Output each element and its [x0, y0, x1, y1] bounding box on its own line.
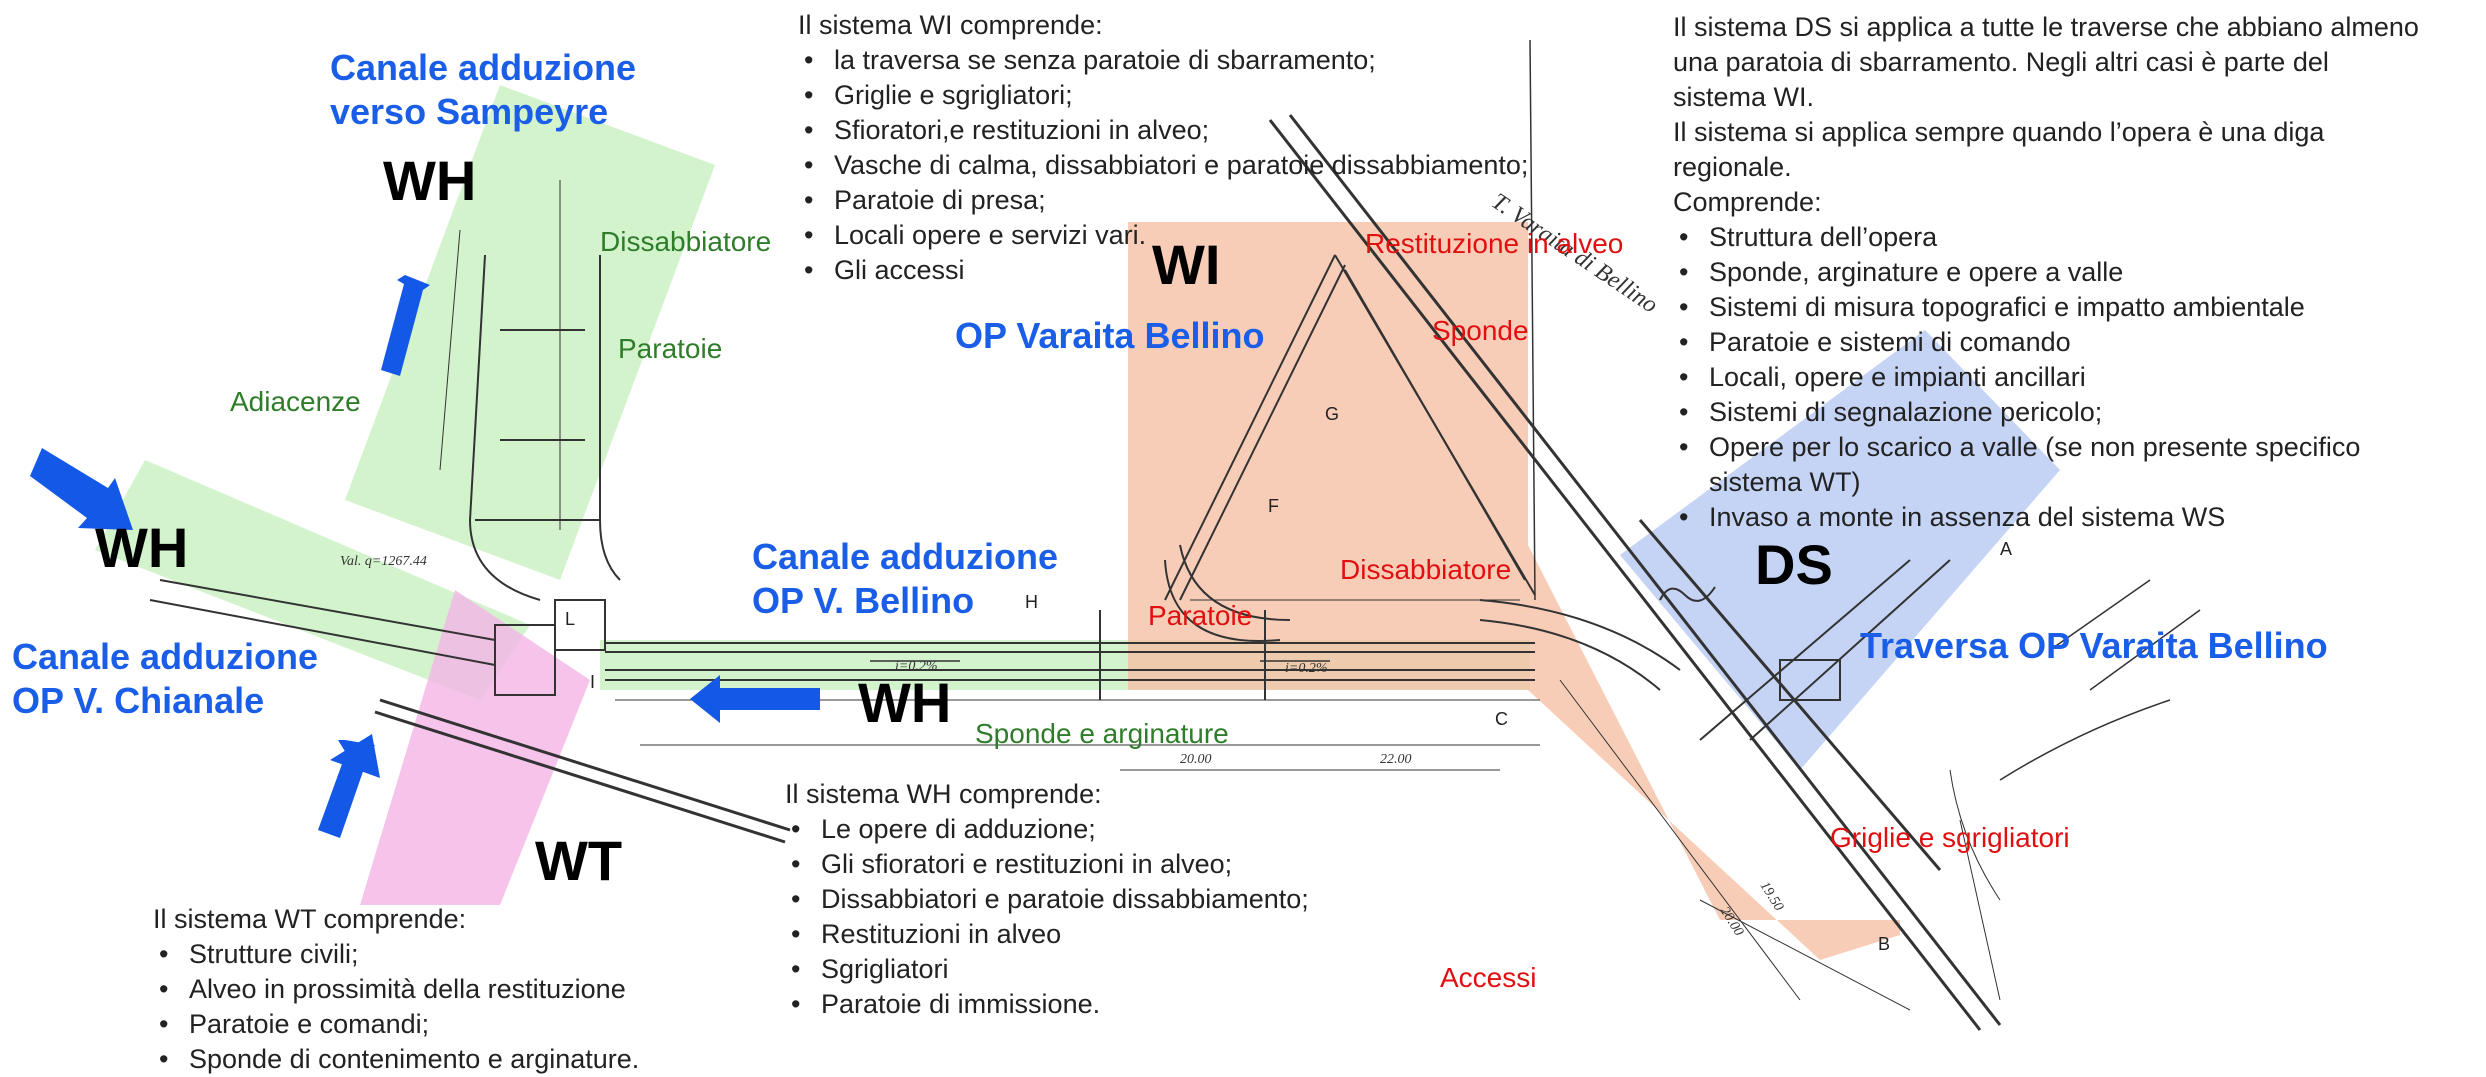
red-griglie-label: Griglie e sgrigliatori	[1830, 822, 2070, 853]
list-item: Sponde di contenimento e arginature.	[153, 1042, 639, 1077]
ds-intro-line: Il sistema DS si applica a tutte le trav…	[1673, 12, 2419, 42]
wh-description-title: Il sistema WH comprende:	[785, 779, 1102, 809]
list-item: Invaso a monte in assenza del sistema WS	[1673, 500, 2419, 535]
wt-description-list: Strutture civili; Alveo in prossimità de…	[153, 937, 639, 1077]
list-item: Opere per lo scarico a valle (se non pre…	[1673, 430, 2419, 500]
list-item: Struttura dell’opera	[1673, 220, 2419, 255]
list-item: Dissabbiatori e paratoie dissabbiamento;	[785, 882, 1309, 917]
section-marker-b: B	[1878, 934, 1890, 954]
wt-zone	[360, 590, 590, 905]
arrow-left-bellino	[720, 688, 820, 710]
green-sponde-arginature-label: Sponde e arginature	[975, 718, 1229, 749]
ds-description-list: Struttura dell’opera Sponde, arginature …	[1673, 220, 2419, 535]
section-marker-c: C	[1495, 709, 1508, 729]
list-item: Sgrigliatori	[785, 952, 1309, 987]
list-item-continuation: sistema WT)	[1709, 467, 1861, 497]
list-item: Sfioratori,e restituzioni in alveo;	[798, 113, 1528, 148]
ds-intro-line: Comprende:	[1673, 187, 1822, 217]
flow-arrows	[30, 275, 820, 838]
canale-sampeyre-label: Canale adduzione verso Sampeyre	[330, 46, 636, 134]
wh-description-list: Le opere di adduzione; Gli sfioratori e …	[785, 812, 1309, 1022]
canale-chianale-line-2: OP V. Chianale	[12, 680, 265, 721]
arrow-left-bellino-head	[690, 675, 720, 723]
list-item: la traversa se senza paratoie di sbarram…	[798, 43, 1528, 78]
section-marker-h: H	[1025, 592, 1038, 612]
red-paratoie-label: Paratoie	[1148, 600, 1253, 631]
red-dissabbiatore-label: Dissabbiatore	[1340, 554, 1512, 585]
op-varaita-label: OP Varaita Bellino	[955, 315, 1265, 356]
ds-label: DS	[1755, 533, 1833, 596]
ds-intro-line: Il sistema si applica sempre quando l’op…	[1673, 117, 2325, 147]
list-item: Paratoie di immissione.	[785, 987, 1309, 1022]
wh-label-chianale: WH	[95, 516, 189, 579]
list-item: Locali opere e servizi vari.	[798, 218, 1528, 253]
list-item: Alveo in prossimità della restituzione	[153, 972, 639, 1007]
section-marker-g: G	[1325, 404, 1339, 424]
list-item: Restituzioni in alveo	[785, 917, 1309, 952]
list-item: Strutture civili;	[153, 937, 639, 972]
list-item: Gli accessi	[798, 253, 1528, 288]
wi-description-list: la traversa se senza paratoie di sbarram…	[798, 43, 1528, 288]
list-item: Le opere di adduzione;	[785, 812, 1309, 847]
dim-20-label: 20.00	[1180, 752, 1212, 767]
section-marker-l: L	[565, 609, 575, 629]
traversa-label: Traversa OP Varaita Bellino	[1860, 625, 2328, 666]
list-item: Paratoie di presa;	[798, 183, 1528, 218]
ds-intro-line: regionale.	[1673, 152, 1792, 182]
canale-sampeyre-line-1: Canale adduzione	[330, 47, 637, 88]
list-item: Sistemi di segnalazione pericolo;	[1673, 395, 2419, 430]
list-item-text: Opere per lo scarico a valle (se non pre…	[1709, 432, 2361, 462]
list-item: Sistemi di misura topografici e impatto …	[1673, 290, 2419, 325]
section-marker-a: A	[2000, 539, 2012, 559]
wi-description-title: Il sistema WI comprende:	[798, 10, 1103, 40]
dim-22-label: 22.00	[1380, 752, 1412, 767]
arrow-up-sampeyre	[381, 275, 430, 376]
arrow-down-right-chianale	[30, 448, 133, 530]
canale-bellino-line-1: Canale adduzione	[752, 536, 1059, 577]
section-marker-i: I	[590, 672, 595, 692]
wt-description: Il sistema WT comprende: Strutture civil…	[153, 902, 639, 1077]
wh-description: Il sistema WH comprende: Le opere di add…	[785, 777, 1309, 1022]
canale-bellino-label: Canale adduzione OP V. Bellino	[752, 535, 1058, 623]
wt-description-title: Il sistema WT comprende:	[153, 904, 467, 934]
wh-zone-sampeyre	[345, 85, 715, 580]
section-marker-f: F	[1268, 496, 1279, 516]
wt-label: WT	[535, 829, 623, 892]
list-item: Griglie e sgrigliatori;	[798, 78, 1528, 113]
ds-intro-line: una paratoia di sbarramento. Negli altri…	[1673, 47, 2329, 77]
canale-chianale-line-1: Canale adduzione	[12, 636, 319, 677]
red-accessi-label: Accessi	[1440, 962, 1537, 993]
list-item: Locali, opere e impianti ancillari	[1673, 360, 2419, 395]
wh-label-sampeyre: WH	[383, 149, 477, 212]
green-adiacenze-label: Adiacenze	[230, 386, 361, 417]
wh-zone-chianale	[95, 460, 530, 700]
green-dissabbiatore-label: Dissabbiatore	[600, 226, 772, 257]
arrow-up-wt-head	[330, 734, 380, 778]
slope-label-2: i=0.2%	[1285, 661, 1328, 676]
ds-intro-line: sistema WI.	[1673, 82, 1815, 112]
list-item: Vasche di calma, dissabbiatori e paratoi…	[798, 148, 1528, 183]
list-item: Paratoie e comandi;	[153, 1007, 639, 1042]
canale-bellino-line-2: OP V. Bellino	[752, 580, 975, 621]
section-markers: A B C F G H I L	[565, 404, 2012, 954]
list-item: Sponde, arginature e opere a valle	[1673, 255, 2419, 290]
slope-label-1: i=0.2%	[895, 659, 938, 674]
canale-chianale-label: Canale adduzione OP V. Chianale	[12, 635, 318, 723]
red-sponde-label: Sponde	[1432, 315, 1529, 346]
list-item: Gli sfioratori e restituzioni in alveo;	[785, 847, 1309, 882]
green-paratoie-label: Paratoie	[618, 333, 723, 364]
wi-zone	[1128, 222, 1900, 960]
wi-description: Il sistema WI comprende: la traversa se …	[798, 8, 1528, 288]
canale-sampeyre-line-2: verso Sampeyre	[330, 91, 609, 132]
list-item: Paratoie e sistemi di comando	[1673, 325, 2419, 360]
elevation-label: Val. q=1267.44	[340, 554, 427, 569]
ds-description: Il sistema DS si applica a tutte le trav…	[1673, 10, 2419, 535]
wh-label-bellino: WH	[858, 671, 952, 734]
